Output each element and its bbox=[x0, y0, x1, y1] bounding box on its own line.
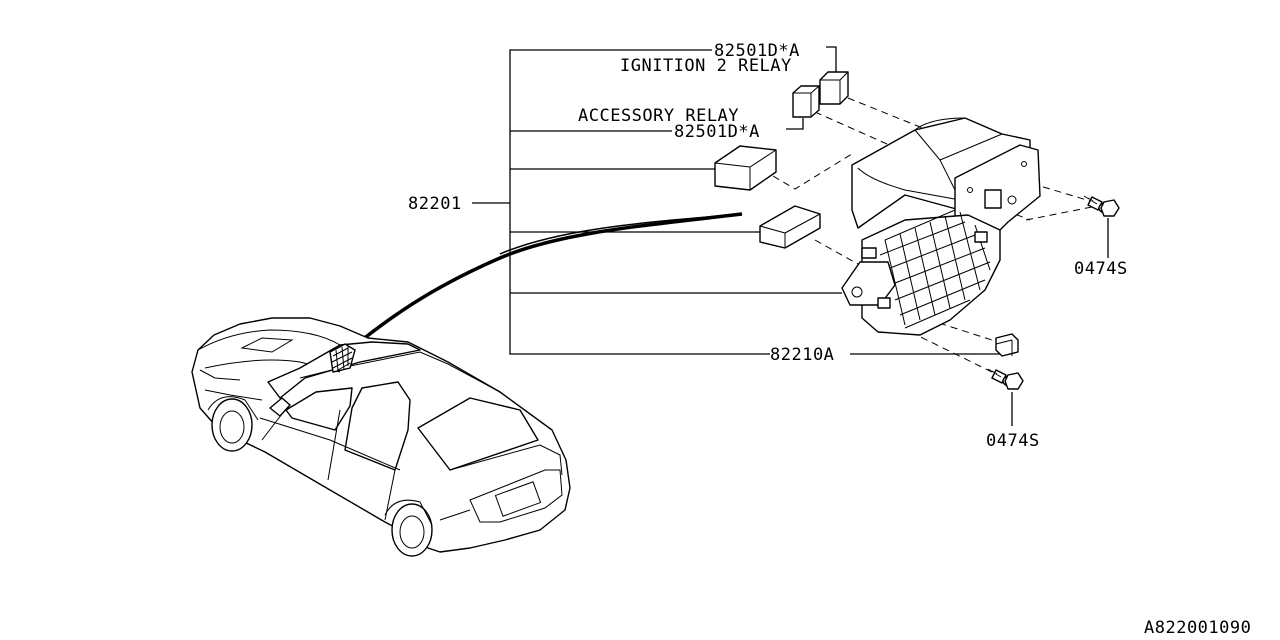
fuse-block-icon bbox=[841, 117, 1041, 336]
sedan-outline-icon bbox=[191, 317, 571, 557]
fuse-grid bbox=[879, 209, 991, 329]
main-harness-part-number[interactable]: 82201 bbox=[408, 194, 462, 214]
relay-block-lower-icon bbox=[759, 205, 821, 249]
bolt-lower-icon bbox=[987, 368, 1024, 390]
clip-part-number[interactable]: 82210A bbox=[770, 345, 834, 365]
callout-bracket bbox=[472, 46, 1109, 426]
bolt-part-number-upper[interactable]: 0474S bbox=[1074, 259, 1128, 279]
bolt-part-number-lower[interactable]: 0474S bbox=[986, 431, 1040, 451]
ignition-relay-icon bbox=[819, 71, 849, 105]
relay-part-number-mid[interactable]: 82501D*A bbox=[674, 122, 760, 142]
relay-part-number-top[interactable]: 82501D*A bbox=[714, 41, 800, 61]
labels: 82501D*A IGNITION 2 RELAY ACCESSORY RELA… bbox=[408, 41, 1251, 638]
clip-icon bbox=[995, 333, 1019, 357]
accessory-relay-label: ACCESSORY RELAY bbox=[578, 106, 739, 126]
accessory-relay-icon bbox=[792, 85, 820, 118]
fuse-location-marker bbox=[329, 343, 356, 373]
ignition-relay-label: IGNITION 2 RELAY bbox=[620, 56, 792, 76]
relay-block-upper-icon bbox=[714, 145, 777, 191]
diagram-code: A822001090 bbox=[1144, 618, 1251, 638]
harness-wire bbox=[360, 212, 743, 342]
bolt-upper-icon bbox=[1083, 195, 1120, 217]
